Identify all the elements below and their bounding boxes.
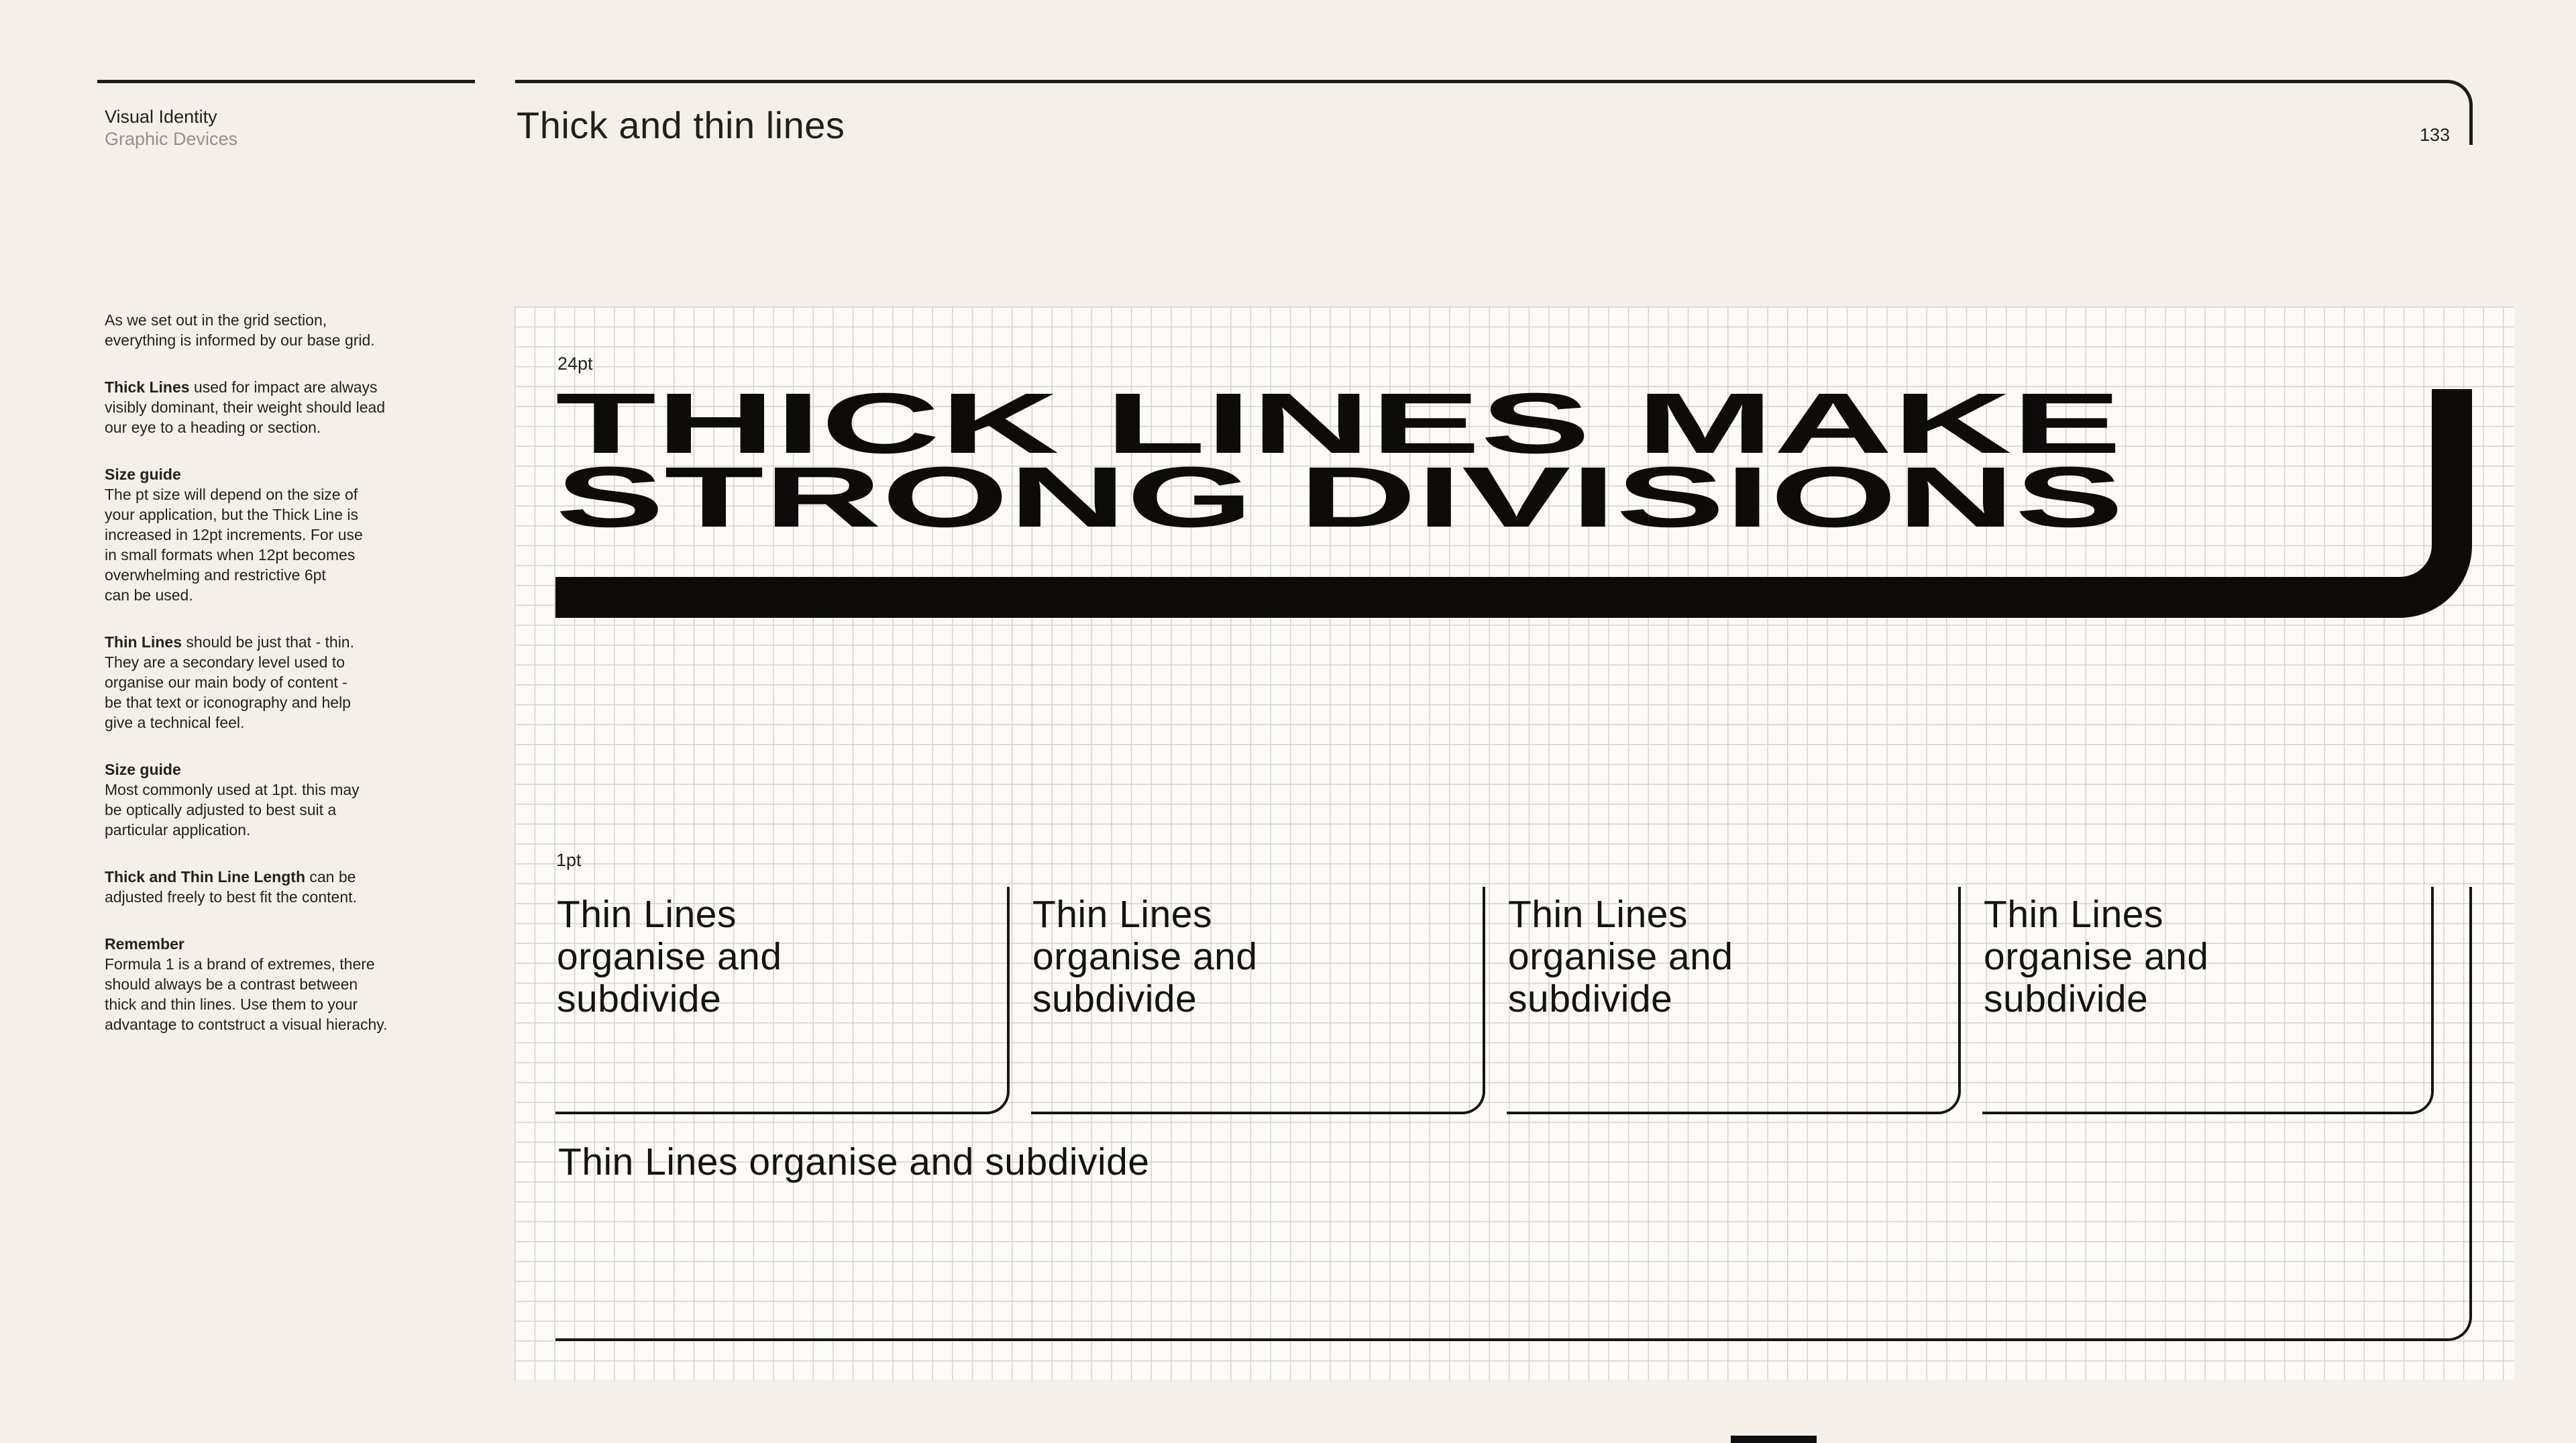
sidebar-paragraph: Size guide Most commonly used at 1pt. th…: [105, 759, 507, 840]
paragraph-text: used for impact are always visibly domin…: [105, 378, 386, 436]
bottom-caption: Thin Lines organise and subdivide: [558, 1140, 1150, 1183]
section-label: Visual Identity: [105, 107, 217, 127]
thick-line-graphic: [555, 389, 2472, 618]
page-number: 133: [2419, 125, 2450, 145]
paragraph-text: As we set out in the grid section, every…: [105, 311, 375, 349]
paragraph-lead: Size guide: [105, 761, 181, 778]
thin-line-column: Thin Lines organise and subdivide: [1507, 887, 1961, 1114]
paragraph-text: Formula 1 is a brand of extremes, there …: [105, 955, 388, 1033]
sidebar-paragraph: Thick Lines used for impact are always v…: [105, 377, 507, 437]
footer-peek: [1731, 1436, 1817, 1443]
sidebar-paragraph: Thick and Thin Line Length can be adjust…: [105, 867, 507, 907]
sidebar-paragraph: Size guide The pt size will depend on th…: [105, 464, 507, 605]
thin-line-column-text: Thin Lines organise and subdivide: [1984, 893, 2209, 1020]
thin-line-column: Thin Lines organise and subdivide: [555, 887, 1010, 1114]
paragraph-text: should be just that - thin. They are a s…: [105, 633, 354, 731]
headline-line-1: THICK LINES MAKE: [555, 376, 2122, 472]
sidebar-paragraph: Remember Formula 1 is a brand of extreme…: [105, 934, 507, 1034]
subsection-label: Graphic Devices: [105, 129, 238, 149]
paragraph-lead: Remember: [105, 935, 184, 953]
sidebar-eyebrow: Visual Identity Graphic Devices: [105, 106, 237, 150]
sidebar-copy: As we set out in the grid section, every…: [105, 310, 507, 1061]
page-title: Thick and thin lines: [517, 104, 845, 146]
paragraph-text: The pt size will depend on the size of y…: [105, 486, 363, 604]
header-rule-bracket: [515, 80, 2473, 145]
thin-line-column-text: Thin Lines organise and subdivide: [1032, 893, 1258, 1020]
thick-line-headline: THICK LINES MAKE STRONG DIVISIONS: [555, 381, 2124, 541]
thick-line-size-label: 24pt: [557, 354, 593, 374]
paragraph-lead: Thick and Thin Line Length: [105, 868, 305, 886]
thin-line-outer-bracket: [555, 887, 2472, 1341]
headline-line-2: STRONG DIVISIONS: [555, 449, 2124, 545]
thin-line-column: Thin Lines organise and subdivide: [1982, 887, 2434, 1114]
thin-line-column-text: Thin Lines organise and subdivide: [1508, 893, 1733, 1020]
sidebar-paragraph: As we set out in the grid section, every…: [105, 310, 507, 350]
thin-line-size-label: 1pt: [556, 850, 582, 870]
sidebar-paragraph: Thin Lines should be just that - thin. T…: [105, 632, 507, 733]
paragraph-text: can be adjusted freely to best fit the c…: [105, 868, 357, 906]
paragraph-text: Most commonly used at 1pt. this may be o…: [105, 781, 360, 839]
paragraph-lead: Size guide: [105, 466, 181, 483]
thin-line-column-text: Thin Lines organise and subdivide: [557, 893, 782, 1020]
paragraph-lead: Thin Lines: [105, 633, 182, 651]
paragraph-lead: Thick Lines: [105, 378, 190, 396]
thin-line-column: Thin Lines organise and subdivide: [1031, 887, 1485, 1114]
grid-canvas: 24pt THICK LINES MAKE STRONG DIVISIONS 1…: [515, 307, 2514, 1381]
sidebar-rule: [97, 80, 475, 83]
